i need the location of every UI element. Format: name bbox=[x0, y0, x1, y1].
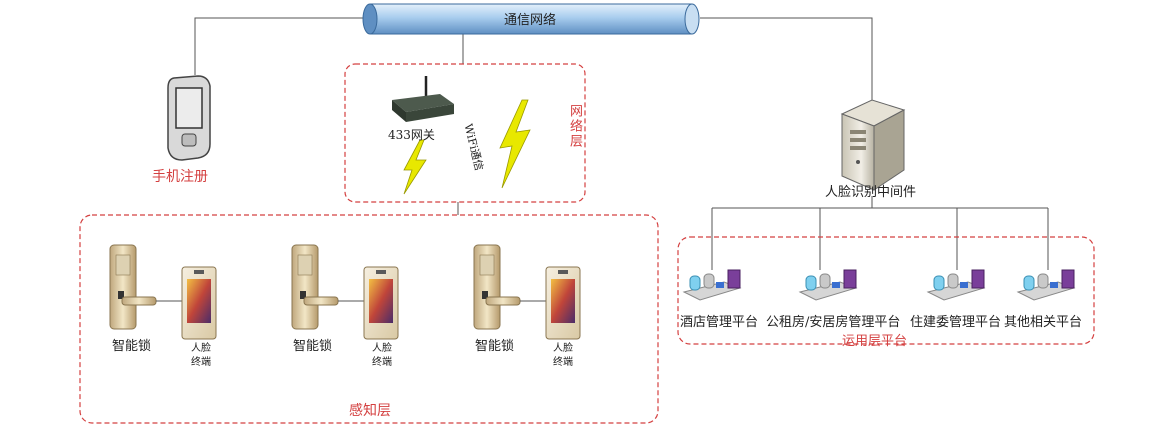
face-terminal-label: 人脸 终端 bbox=[191, 343, 211, 368]
face-terminal-icon bbox=[363, 266, 399, 340]
face-terminal-label: 人脸 终端 bbox=[553, 343, 573, 368]
network-layer-label: 网络层 bbox=[567, 104, 582, 149]
perception-layer-frame bbox=[79, 214, 659, 424]
platform-label-other: 其他相关平台 bbox=[1004, 315, 1083, 330]
platform-database-icon bbox=[798, 269, 858, 301]
smart-lock-icon bbox=[291, 244, 339, 330]
network-pipe bbox=[362, 3, 700, 35]
server-label: 人脸识别中间件 bbox=[825, 185, 917, 200]
platform-label-public-housing: 公租房/安居房管理平台 bbox=[766, 315, 901, 330]
server-icon bbox=[840, 99, 906, 191]
line-pipe-phone bbox=[194, 17, 365, 75]
platform-label-hotel: 酒店管理平台 bbox=[680, 315, 759, 330]
perception-units bbox=[109, 244, 581, 340]
smart-lock-label: 智能锁 bbox=[112, 339, 152, 354]
application-layer-frame bbox=[677, 236, 1095, 345]
application-layer-label: 运用层平台 bbox=[842, 334, 908, 349]
phone-label: 手机注册 bbox=[152, 169, 208, 185]
phone-icon bbox=[167, 75, 211, 161]
network-pipe-label: 通信网络 bbox=[503, 13, 556, 28]
line-pipe-server bbox=[700, 17, 873, 100]
smart-lock-label: 智能锁 bbox=[475, 339, 515, 354]
connector-lines bbox=[194, 17, 1049, 270]
gateway-label: 433网关 bbox=[388, 128, 435, 142]
face-terminal-icon bbox=[181, 266, 217, 340]
platform-icons bbox=[682, 269, 1076, 301]
gateway-icon bbox=[392, 76, 454, 122]
platform-label-housing-commission: 住建委管理平台 bbox=[910, 315, 1002, 330]
smart-lock-icon bbox=[473, 244, 521, 330]
face-terminal-label: 人脸 终端 bbox=[372, 343, 392, 368]
perception-layer-label: 感知层 bbox=[349, 403, 391, 419]
platform-database-icon bbox=[682, 269, 742, 301]
smart-lock-icon bbox=[109, 244, 157, 330]
face-terminal-icon bbox=[545, 266, 581, 340]
platform-database-icon bbox=[926, 269, 986, 301]
lightning-gateway bbox=[403, 139, 427, 195]
smart-lock-label: 智能锁 bbox=[293, 339, 333, 354]
lightning-wifi bbox=[499, 99, 531, 189]
platform-database-icon bbox=[1016, 269, 1076, 301]
